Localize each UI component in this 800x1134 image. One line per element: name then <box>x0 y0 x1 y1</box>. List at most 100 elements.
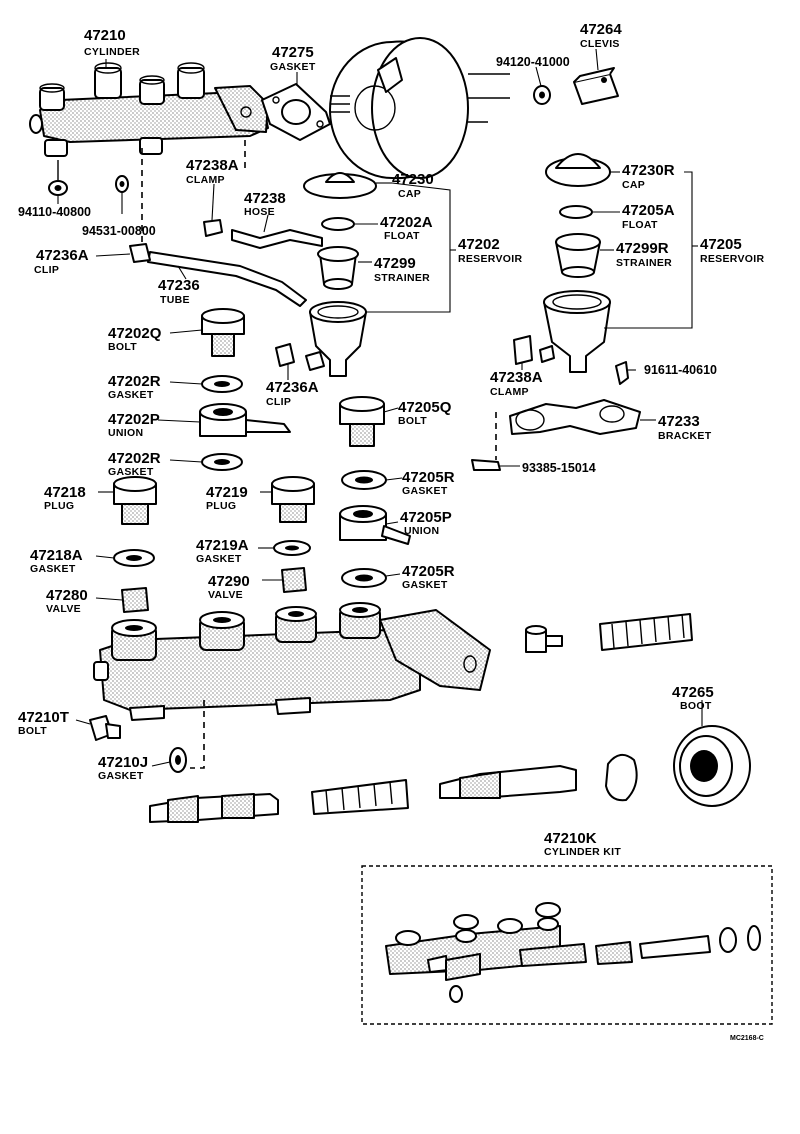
label-47210J: 47210J GASKET <box>98 754 148 782</box>
label-47275: 47275 GASKET <box>270 44 316 73</box>
svg-text:47238A: 47238A <box>490 369 543 386</box>
label-47230: 47230 CAP <box>392 171 434 200</box>
union-47205P <box>339 505 411 545</box>
svg-text:GASKET: GASKET <box>196 553 242 565</box>
leader-lines <box>57 48 703 767</box>
svg-text:47202R: 47202R <box>108 450 161 467</box>
label-47265: 47265 BOOT <box>672 684 714 712</box>
label-47210T: 47210T BOLT <box>18 709 69 737</box>
bolt-93385 <box>471 459 501 471</box>
label-47299: 47299 STRAINER <box>374 255 430 284</box>
svg-text:CLAMP: CLAMP <box>186 174 225 186</box>
nut-94531 <box>115 175 129 193</box>
label-47205R-2: 47205R GASKET <box>402 563 455 591</box>
svg-text:CLIP: CLIP <box>266 396 291 408</box>
svg-text:CLAMP: CLAMP <box>490 386 529 398</box>
piston-cup <box>525 625 563 653</box>
gasket-47210J <box>169 747 187 773</box>
label-47210: 47210 CYLINDER <box>84 27 140 58</box>
svg-text:47210K: 47210K <box>544 830 597 847</box>
label-94531-00800: 94531-00800 <box>82 224 156 238</box>
label-47230R: 47230R CAP <box>622 162 675 191</box>
svg-text:GASKET: GASKET <box>270 61 316 73</box>
strainer-47299 <box>317 246 359 290</box>
label-47219A: 47219A GASKET <box>196 537 249 565</box>
svg-text:47238: 47238 <box>244 190 286 207</box>
svg-text:VALVE: VALVE <box>208 589 243 601</box>
label-94120-41000: 94120-41000 <box>496 55 570 69</box>
small-nut-right <box>539 345 555 363</box>
label-47218A: 47218A GASKET <box>30 547 83 575</box>
label-93385-15014: 93385-15014 <box>522 461 596 475</box>
svg-text:HOSE: HOSE <box>244 206 275 218</box>
svg-text:CLEVIS: CLEVIS <box>580 38 620 50</box>
bracket-47233 <box>495 399 641 460</box>
svg-text:47219: 47219 <box>206 484 248 501</box>
snap-ring <box>605 753 638 802</box>
svg-text:BRACKET: BRACKET <box>658 430 712 442</box>
svg-text:47205: 47205 <box>700 236 742 253</box>
svg-text:GASKET: GASKET <box>108 389 154 401</box>
svg-text:93385-15014: 93385-15014 <box>522 461 596 475</box>
figure-code: MC2168-C <box>730 1035 764 1042</box>
svg-text:GASKET: GASKET <box>108 466 154 478</box>
svg-text:BOLT: BOLT <box>18 725 47 737</box>
valve-47280 <box>121 587 149 613</box>
gasket-47275 <box>261 83 331 141</box>
valve-47290 <box>281 567 307 593</box>
cap-47230 <box>303 172 377 199</box>
float-47202A <box>321 217 355 231</box>
label-47205P: 47205P UNION <box>400 509 452 537</box>
svg-text:UNION: UNION <box>404 525 439 537</box>
clip-47236A-middle <box>275 343 325 371</box>
svg-text:47205Q: 47205Q <box>398 399 452 416</box>
svg-text:47202R: 47202R <box>108 373 161 390</box>
gasket-47205R-1 <box>341 470 387 490</box>
label-47238: 47238 HOSE <box>244 190 286 218</box>
cylinder-body-large <box>93 602 491 721</box>
gasket-47218A <box>113 549 155 567</box>
label-47299R: 47299R STRAINER <box>616 240 672 269</box>
svg-text:FLOAT: FLOAT <box>622 219 658 231</box>
label-47205R-1: 47205R GASKET <box>402 469 455 497</box>
svg-text:GASKET: GASKET <box>98 770 144 782</box>
svg-text:RESERVOIR: RESERVOIR <box>458 253 522 265</box>
svg-text:CAP: CAP <box>622 179 645 191</box>
piston-primary <box>439 765 577 799</box>
hose-47238 <box>203 219 323 249</box>
svg-text:47264: 47264 <box>580 21 622 38</box>
cylinder-kit-47210K <box>361 865 773 1025</box>
label-47264: 47264 CLEVIS <box>580 21 622 50</box>
union-47202P <box>199 403 291 437</box>
svg-text:47233: 47233 <box>658 413 700 430</box>
svg-text:FLOAT: FLOAT <box>384 230 420 242</box>
svg-text:47299: 47299 <box>374 255 416 272</box>
label-47218: 47218 PLUG <box>44 484 86 512</box>
label-47205A: 47205A FLOAT <box>622 202 675 231</box>
svg-text:BOLT: BOLT <box>108 341 137 353</box>
cylinder-upper <box>29 62 269 157</box>
svg-text:47202: 47202 <box>458 236 500 253</box>
svg-text:94120-41000: 94120-41000 <box>496 55 570 69</box>
strainer-47299R <box>555 233 601 278</box>
svg-text:CYLINDER: CYLINDER <box>84 46 140 58</box>
gasket-47219A <box>273 540 311 556</box>
boot-47265 <box>673 725 751 807</box>
svg-text:94110-40800: 94110-40800 <box>18 205 91 219</box>
svg-text:PLUG: PLUG <box>206 500 236 512</box>
label-47202Q: 47202Q BOLT <box>108 325 162 353</box>
svg-text:RESERVOIR: RESERVOIR <box>700 253 764 265</box>
svg-text:47210: 47210 <box>84 27 126 44</box>
svg-text:91611-40610: 91611-40610 <box>644 363 717 377</box>
washer-94110 <box>48 160 68 196</box>
svg-text:47218A: 47218A <box>30 547 83 564</box>
nut-94120 <box>533 85 551 105</box>
clevis-47264 <box>573 67 619 105</box>
svg-text:47275: 47275 <box>272 44 314 61</box>
cap-47230R <box>545 153 611 187</box>
svg-text:BOOT: BOOT <box>680 700 712 712</box>
svg-text:STRAINER: STRAINER <box>374 272 430 284</box>
svg-text:47299R: 47299R <box>616 240 669 257</box>
piston-secondary <box>149 793 279 823</box>
